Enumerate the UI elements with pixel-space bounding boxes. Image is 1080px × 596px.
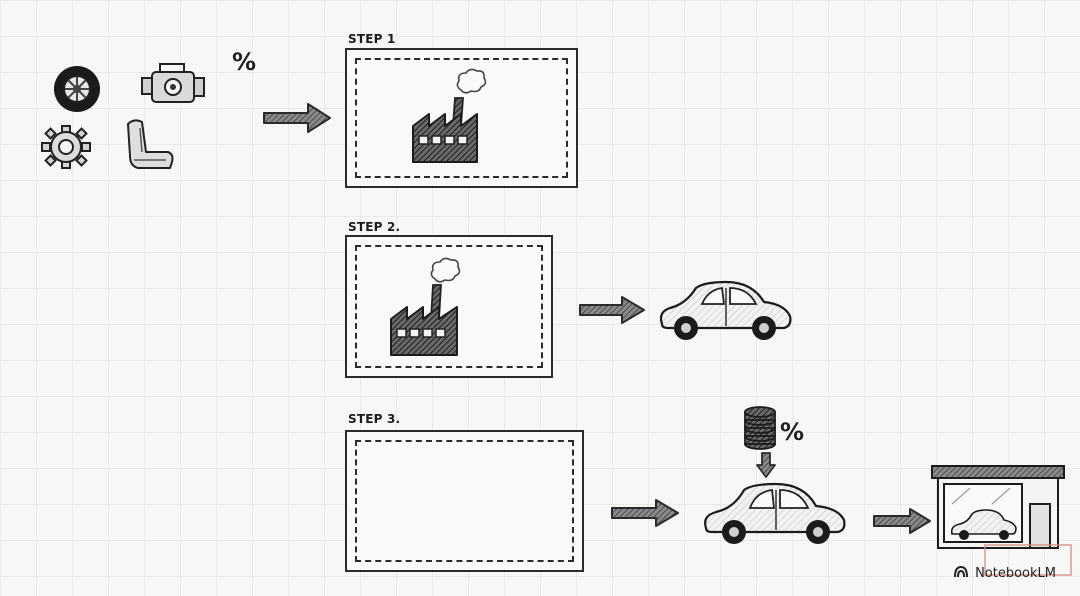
step-3-label: STEP 3. (348, 412, 401, 426)
car-icon (656, 278, 794, 346)
tire-icon (52, 64, 102, 114)
parts-percent-label: % (232, 48, 257, 76)
tax-percent-label: % (780, 418, 805, 446)
step-1-box (345, 48, 578, 188)
car-icon (700, 480, 850, 550)
car-seat-icon (120, 116, 176, 172)
brand-logo: NotebookLM (953, 564, 1056, 582)
notebooklm-logo-icon (953, 564, 969, 582)
engine-icon (140, 62, 206, 110)
car-dealership-icon (930, 464, 1066, 550)
step-1-label: STEP 1 (348, 32, 396, 46)
arrow-down-icon (756, 452, 776, 478)
factory-icon (387, 255, 467, 359)
watermark-stamp (984, 544, 1072, 576)
arrow-icon (578, 295, 646, 325)
step-2-box (345, 235, 553, 378)
gear-icon (40, 124, 92, 170)
factory-icon (409, 68, 489, 164)
arrow-icon (872, 508, 932, 534)
coin-stack-icon (742, 402, 778, 452)
step-2-label: STEP 2. (348, 220, 401, 234)
arrow-icon (262, 102, 332, 134)
brand-name: NotebookLM (975, 565, 1056, 581)
arrow-icon (610, 498, 680, 528)
step-3-box (345, 430, 584, 572)
